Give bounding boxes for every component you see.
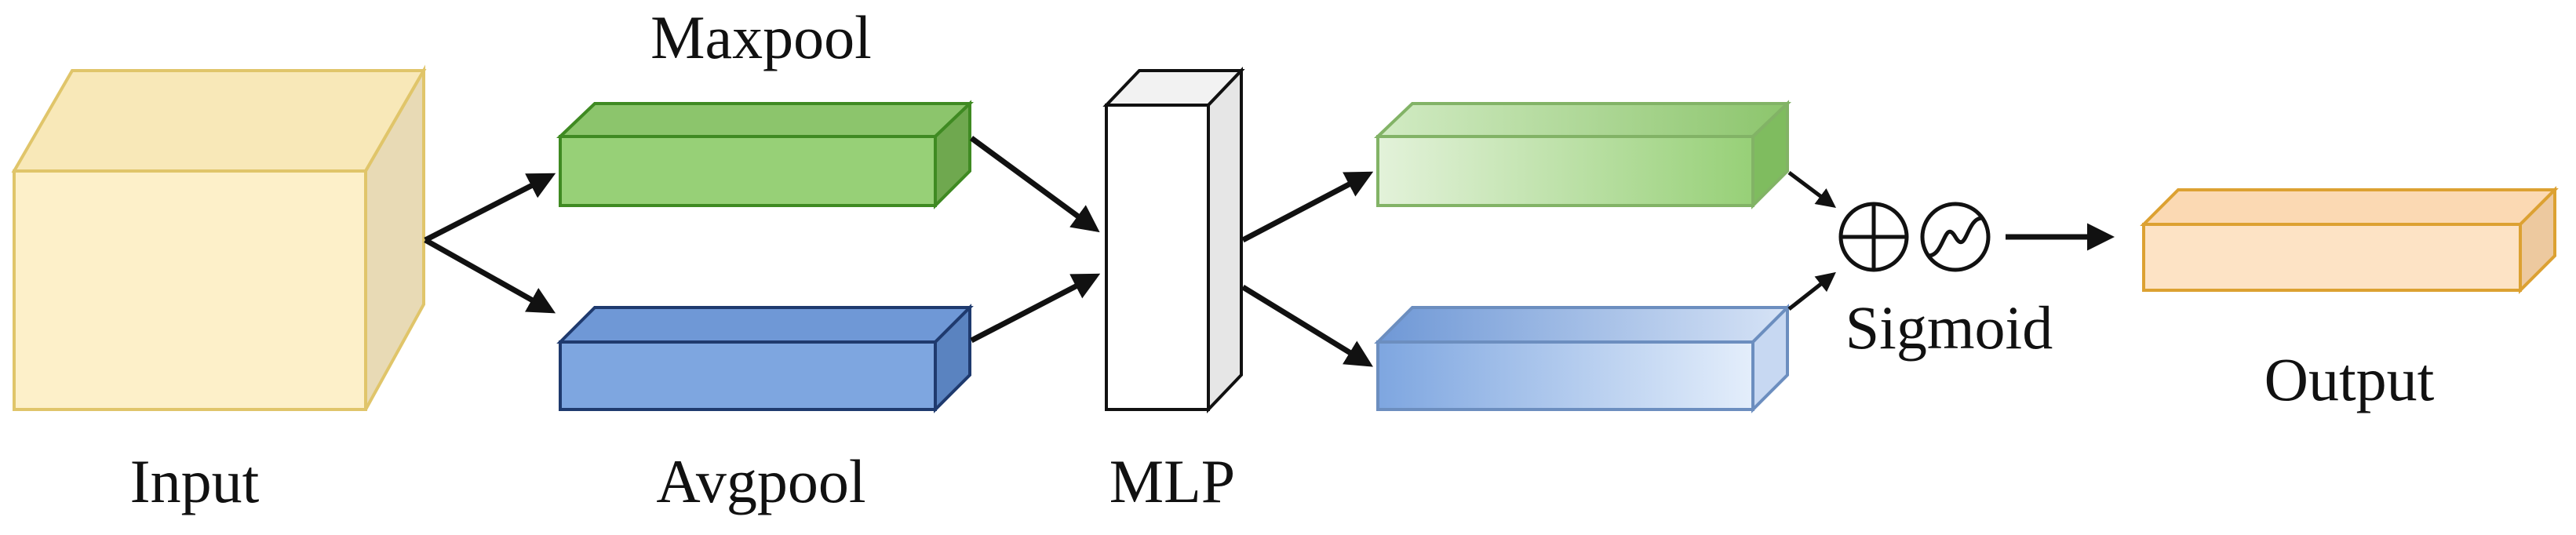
arrow-mlp-to-blue bbox=[1241, 285, 1373, 367]
mlp-block bbox=[1102, 67, 1245, 413]
arrow-green-to-plus bbox=[1787, 171, 1836, 208]
arrows bbox=[424, 136, 2115, 367]
maxpool-label: Maxpool bbox=[650, 3, 872, 71]
arrow-input-to-maxpool bbox=[424, 173, 556, 243]
arrow-maxpool-to-mlp bbox=[969, 136, 1100, 233]
mlp-label: MLP bbox=[1109, 447, 1235, 515]
arrow-blue-to-plus bbox=[1787, 271, 1836, 311]
arrow-avgpool-to-mlp bbox=[970, 273, 1101, 344]
mlp-avgpool-output-bar bbox=[1374, 304, 1791, 413]
avgpool-bar bbox=[556, 304, 974, 413]
input-cube bbox=[11, 64, 427, 411]
sigmoid-label: Sigmoid bbox=[1845, 293, 2053, 362]
circled-plus-icon bbox=[1838, 202, 1909, 272]
input-label: Input bbox=[130, 447, 260, 515]
arrow-mlp-to-green bbox=[1241, 171, 1374, 243]
maxpool-bar bbox=[556, 100, 974, 209]
avgpool-label: Avgpool bbox=[656, 447, 865, 515]
mlp-maxpool-output-bar bbox=[1374, 100, 1791, 209]
sigmoid-curve-icon bbox=[1920, 202, 1991, 272]
arrow-input-to-avgpool bbox=[424, 237, 556, 314]
output-label: Output bbox=[2264, 345, 2435, 413]
output-bar bbox=[2140, 186, 2559, 294]
